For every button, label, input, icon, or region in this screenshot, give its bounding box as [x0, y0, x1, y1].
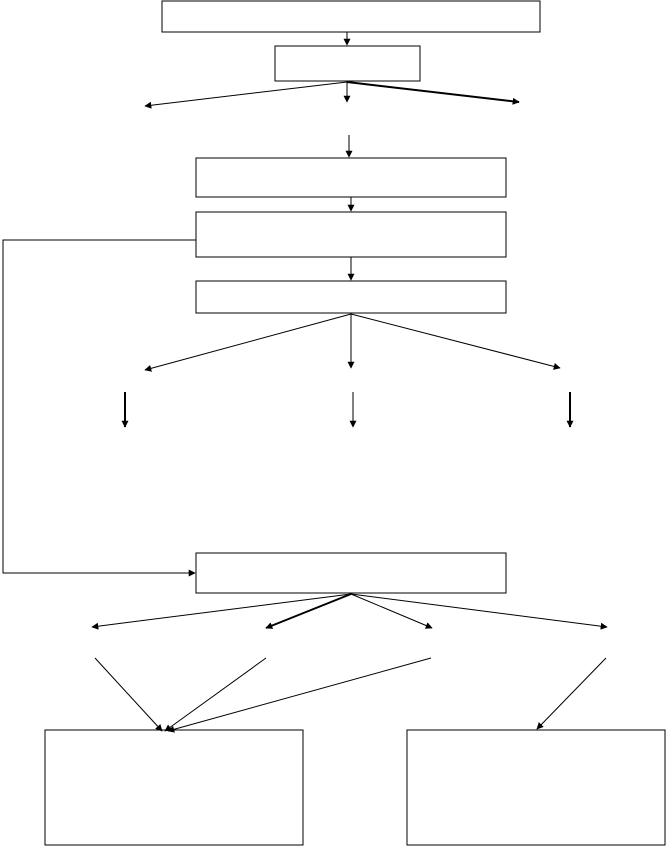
arrow-fifth-right [350, 313, 561, 370]
fourth-box [195, 211, 507, 258]
arrow-second-right [346, 81, 520, 105]
sixth-box [195, 552, 507, 594]
arrow-sixth-far-right [350, 593, 608, 630]
arrow-sixth-far-left [91, 593, 352, 630]
arrow-to-bottom-left-1 [94, 657, 163, 732]
bottom-left-box [44, 729, 304, 846]
second-box [274, 45, 421, 82]
arrow-sixth-right [350, 593, 433, 629]
third-box [195, 157, 507, 198]
bottom-right-box [406, 729, 666, 846]
arrow-to-bottom-right [536, 657, 607, 730]
top-box [161, 0, 541, 33]
fifth-box [195, 280, 507, 314]
connector-fourth-to-sixth [2, 239, 196, 577]
arrow-to-bottom-left-3 [167, 657, 432, 733]
arrow-fifth-left [144, 313, 352, 372]
arrow-sixth-left [265, 593, 352, 629]
arrow-second-left [144, 81, 348, 109]
arrow-to-bottom-left-2 [164, 657, 267, 732]
